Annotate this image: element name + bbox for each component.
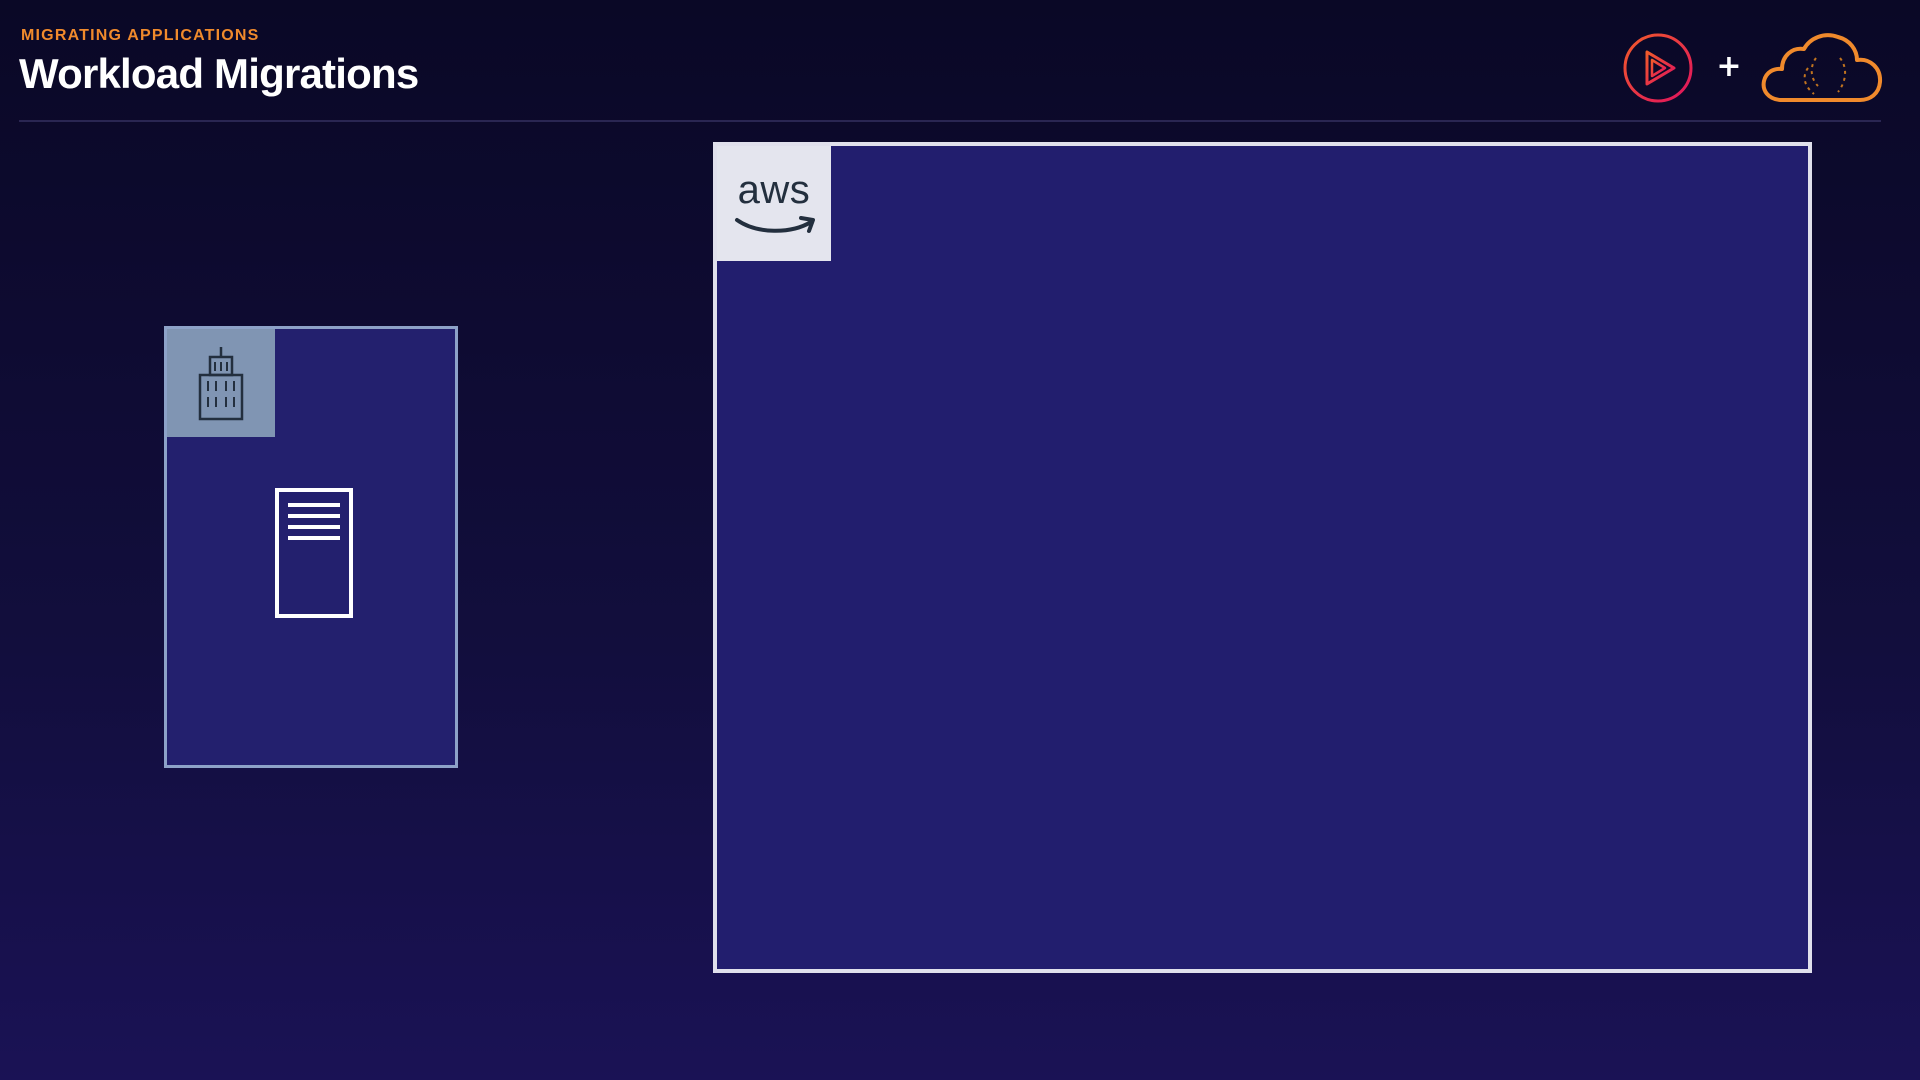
on-premises-group <box>164 326 458 768</box>
plus-sign: + <box>1716 49 1742 84</box>
page-title: Workload Migrations <box>19 50 419 97</box>
server-icon <box>275 488 353 618</box>
aws-cloud-group: aws <box>713 142 1812 973</box>
aws-logo-text: aws <box>737 168 811 212</box>
aws-badge: aws <box>717 146 831 261</box>
eyebrow-label: MIGRATING APPLICATIONS <box>21 27 260 44</box>
on-premises-badge <box>167 329 275 437</box>
building-icon <box>198 347 244 421</box>
pluralsight-play-icon <box>1623 33 1693 103</box>
header-divider <box>19 120 1881 122</box>
aws-smile-arrow-icon <box>735 216 815 233</box>
cloud-icon <box>1761 33 1883 102</box>
